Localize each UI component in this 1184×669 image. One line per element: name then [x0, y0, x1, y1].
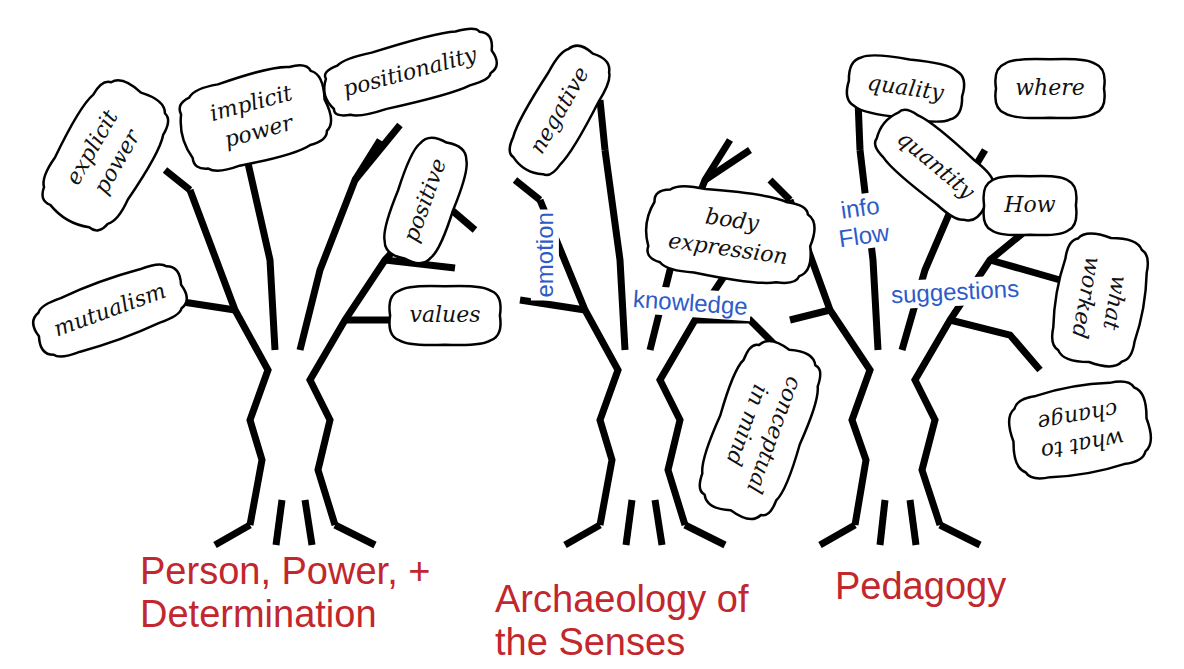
cloud-text: How [1004, 191, 1055, 220]
cloud-node: positive [371, 125, 479, 276]
tree-title: Person, Power, + Determination [140, 550, 500, 635]
cloud-node: what to change [998, 371, 1162, 490]
cloud-node: what worked [1042, 223, 1159, 377]
cloud-shape [30, 69, 180, 242]
cloud-shape [27, 255, 193, 365]
branch-label: info Flow [825, 190, 898, 254]
cloud-shape [995, 58, 1104, 117]
cloud-node: How [979, 173, 1081, 238]
cloud-shape [317, 20, 501, 124]
tree-right [770, 100, 1060, 545]
cloud-node: body expression [634, 176, 825, 294]
cloud-text: values [409, 301, 480, 330]
branch-label: knowledge [629, 285, 751, 321]
cloud-shape [376, 131, 474, 269]
cloud-node: explicit power [24, 62, 185, 248]
tree-title: Pedagogy [835, 565, 1095, 608]
branch-label: suggestions [887, 275, 1022, 310]
cloud-shape [500, 37, 620, 184]
cloud-node: implicit power [166, 52, 345, 184]
cloud-node: positionality [311, 16, 509, 127]
cloud-node: conceptual in mind [683, 325, 836, 536]
cloud-shape [1046, 229, 1155, 371]
cloud-shape [984, 175, 1077, 234]
cloud-shape [171, 57, 337, 180]
cloud-node: values [384, 283, 506, 348]
cloud-text: where [1015, 74, 1085, 103]
cloud-shape [1004, 375, 1155, 485]
cloud-shape [689, 332, 831, 527]
cloud-node: where [990, 56, 1110, 121]
tree-title: Archaeology of the Senses [495, 578, 785, 663]
branch-label: emotion [531, 209, 559, 300]
cloud-shape [640, 180, 818, 290]
cloud-shape [389, 285, 500, 344]
cloud-node: mutualism [20, 251, 200, 370]
